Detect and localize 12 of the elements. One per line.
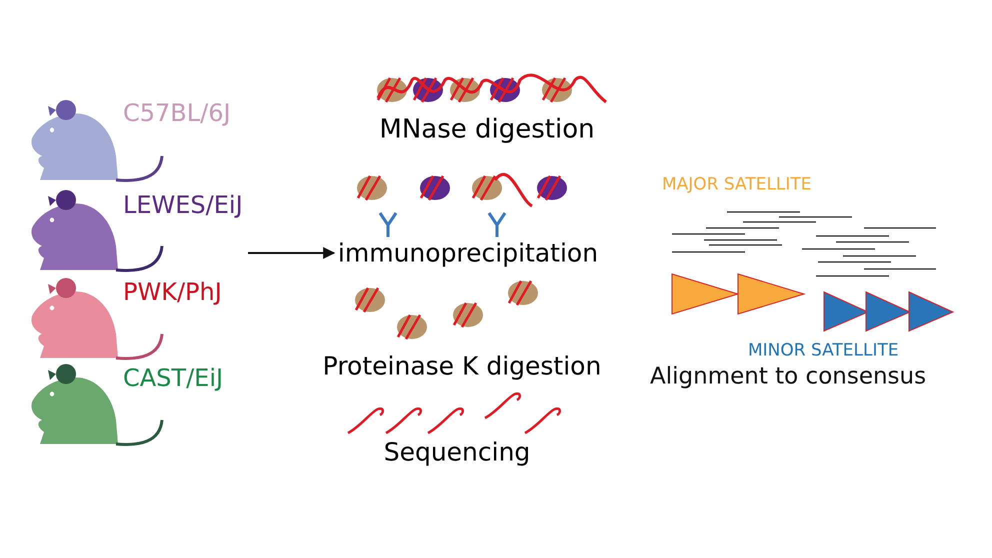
strain-name: PWK/PhJ — [123, 278, 222, 306]
step-label: Proteinase K digestion — [322, 352, 602, 380]
repeat-label: MINOR SATELLITE — [748, 342, 899, 360]
step-label: MNase digestion — [379, 116, 595, 144]
strain-name: C57BL/6J — [123, 100, 231, 126]
arrow — [248, 247, 336, 259]
step-label: Alignment to consensus — [650, 364, 926, 390]
repeat-label: MAJOR SATELLITE — [662, 176, 812, 194]
strain-name: CAST/EiJ — [123, 364, 224, 392]
step-label: Sequencing — [384, 438, 530, 466]
step-label: immunoprecipitation — [338, 239, 598, 267]
strain-name: LEWES/EiJ — [123, 192, 243, 218]
